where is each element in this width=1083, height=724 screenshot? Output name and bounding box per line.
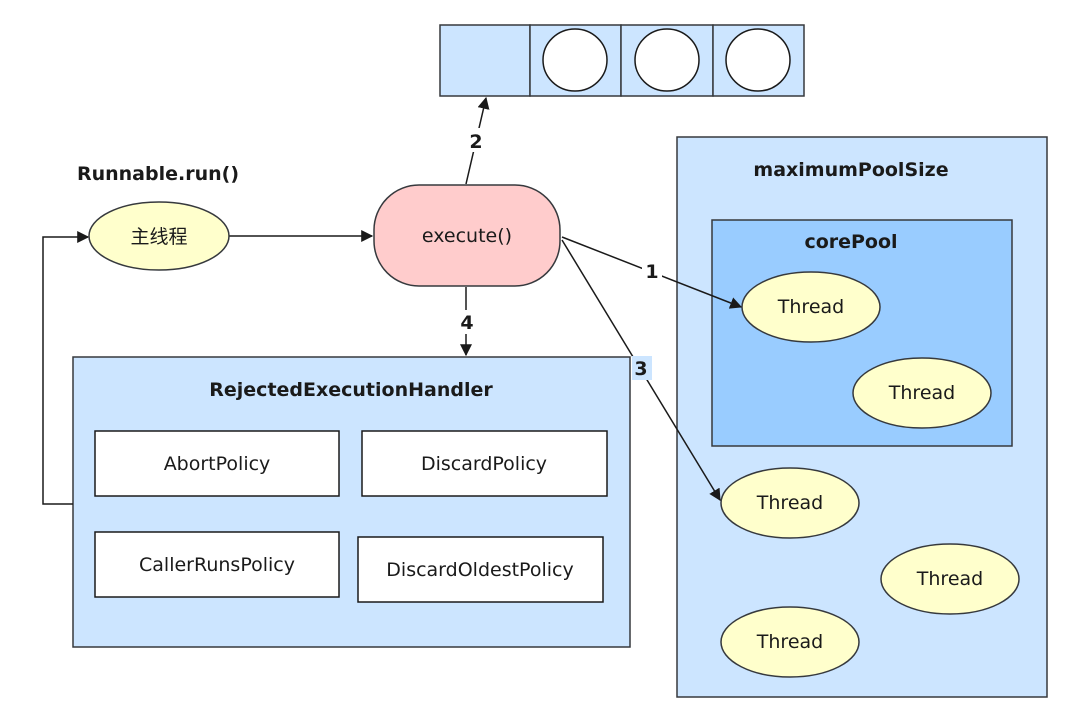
extra-thread-label: Thread bbox=[756, 492, 823, 514]
main-thread-ellipse bbox=[88, 201, 230, 271]
extra-thread-ellipse bbox=[720, 606, 860, 678]
extra-thread-label: Thread bbox=[916, 568, 983, 590]
maximum-pool-title: maximumPoolSize bbox=[753, 159, 948, 181]
runnable-run-label: Runnable.run() bbox=[77, 163, 239, 185]
edge-label-1: 1 bbox=[645, 261, 658, 283]
edge-label-bg bbox=[457, 310, 477, 334]
queued-task bbox=[634, 28, 700, 92]
discard-policy-box bbox=[361, 430, 608, 497]
execute-label: execute() bbox=[422, 225, 512, 247]
queue-empty-cell bbox=[439, 24, 531, 97]
edge-label-bg bbox=[632, 356, 652, 380]
extra-thread-label: Thread bbox=[756, 631, 823, 653]
extra-thread-ellipse bbox=[720, 467, 860, 539]
edge-label-4: 4 bbox=[460, 312, 473, 334]
edge-label-bg bbox=[642, 259, 662, 283]
task-queue bbox=[439, 24, 805, 97]
core-pool-title: corePool bbox=[804, 231, 897, 253]
discard-oldest-policy-box bbox=[357, 536, 604, 603]
abort-policy-box bbox=[94, 430, 340, 497]
caller-runs-loop-edge bbox=[42, 231, 90, 505]
caller-runs-policy-box bbox=[94, 531, 340, 598]
discard-oldest-policy-label: DiscardOldestPolicy bbox=[386, 559, 573, 581]
edge-label-bg bbox=[466, 128, 486, 152]
queued-task bbox=[725, 28, 791, 92]
main-thread-label: 主线程 bbox=[130, 226, 187, 248]
core-thread-ellipse bbox=[852, 357, 992, 429]
abort-policy-label: AbortPolicy bbox=[164, 453, 271, 475]
edge-label-3: 3 bbox=[634, 358, 647, 380]
extra-thread-ellipse bbox=[880, 543, 1020, 615]
caller-runs-policy-label: CallerRunsPolicy bbox=[139, 554, 295, 576]
execute-node bbox=[373, 184, 561, 287]
edge-label-2: 2 bbox=[469, 131, 482, 153]
queued-task bbox=[542, 28, 608, 92]
core-thread-label: Thread bbox=[777, 296, 844, 318]
rejected-handler-title: RejectedExecutionHandler bbox=[209, 379, 493, 401]
discard-policy-label: DiscardPolicy bbox=[421, 453, 547, 475]
core-thread-label: Thread bbox=[888, 382, 955, 404]
